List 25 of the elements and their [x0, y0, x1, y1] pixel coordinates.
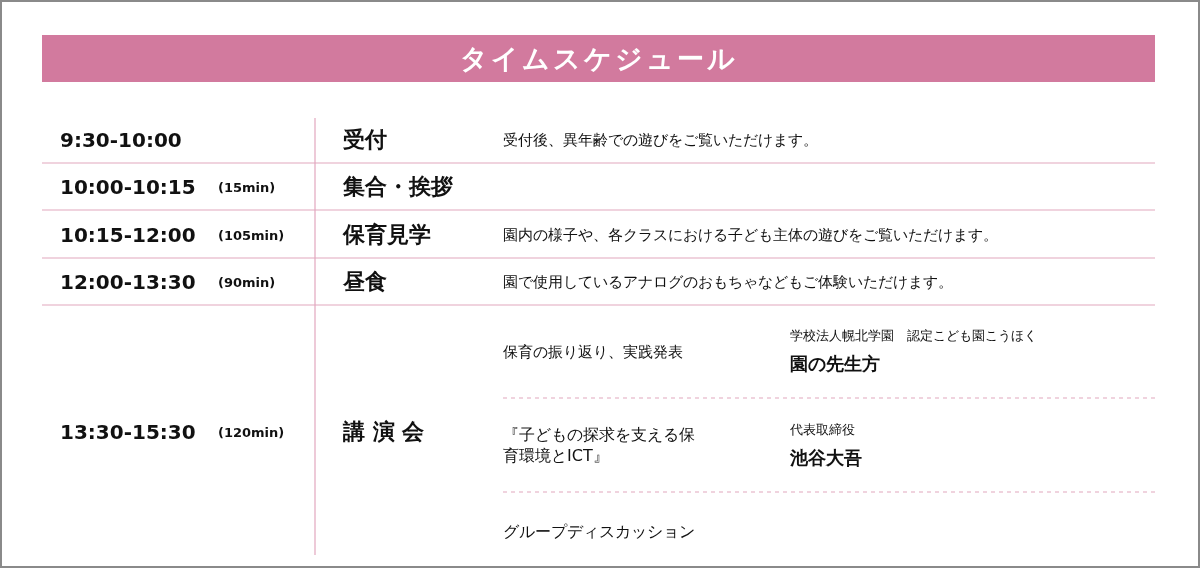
speaker-name: 池谷大吾 — [790, 446, 862, 470]
talk-title: 『子どもの探求を支える保育環境とICT』 — [503, 425, 696, 467]
duration-text: (90min) — [218, 274, 276, 290]
time-text: 10:15-12:00 — [60, 223, 196, 247]
time-text: 9:30-10:00 — [60, 128, 182, 152]
speaker-name: 園の先生方 — [790, 352, 880, 376]
description-text: 園内の様子や、各クラスにおける子ども主体の遊びをご覧いただけます。 — [503, 225, 998, 245]
session-name: 受付 — [343, 126, 387, 154]
duration-text: (15min) — [218, 179, 276, 195]
time-text: 12:00-13:30 — [60, 270, 196, 294]
affiliation-text: 学校法人幌北学園 認定こども園こうほく — [790, 327, 1037, 345]
talk-title: グループディスカッション — [503, 521, 695, 543]
talk-title: 保育の振り返り、実践発表 — [503, 342, 683, 362]
title-banner: タイムスケジュール — [42, 35, 1155, 82]
session-name: 講 演 会 — [343, 418, 425, 446]
description-text: 園で使用しているアナログのおもちゃなどもご体験いただけます。 — [503, 272, 953, 292]
session-name: 昼食 — [343, 268, 387, 296]
session-name: 集合・挨拶 — [343, 173, 453, 201]
affiliation-text: 代表取締役 — [790, 421, 855, 439]
duration-text: (105min) — [218, 227, 285, 243]
session-name: 保育見学 — [343, 221, 431, 249]
description-text: 受付後、異年齢での遊びをご覧いただけます。 — [503, 130, 818, 150]
duration-text: (120min) — [218, 424, 285, 440]
time-text: 10:00-10:15 — [60, 175, 196, 199]
time-text: 13:30-15:30 — [60, 420, 196, 444]
